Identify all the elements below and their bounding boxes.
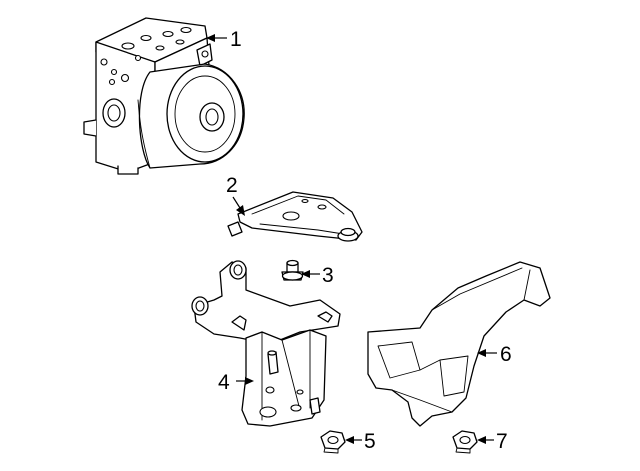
callout-4: 4 — [218, 371, 254, 394]
nut-5 — [320, 430, 346, 454]
callout-2: 2 — [226, 174, 245, 216]
bolt — [281, 259, 304, 281]
callout-1: 1 — [206, 28, 242, 51]
callout-7: 7 — [477, 430, 508, 453]
bracket — [191, 260, 341, 427]
nut-7 — [452, 430, 478, 454]
callout-4-label: 4 — [218, 371, 230, 394]
callout-6: 6 — [477, 343, 512, 366]
callout-3-label: 3 — [322, 264, 334, 287]
callout-3: 3 — [301, 264, 334, 287]
mounting-plate — [227, 191, 363, 242]
callout-2-label: 2 — [226, 174, 238, 197]
abs-modulator — [83, 17, 245, 175]
callout-5: 5 — [345, 430, 376, 453]
callout-7-label: 7 — [496, 430, 508, 453]
shield — [367, 261, 551, 427]
callout-1-label: 1 — [230, 28, 242, 51]
callout-5-label: 5 — [364, 430, 376, 453]
callout-6-label: 6 — [500, 343, 512, 366]
